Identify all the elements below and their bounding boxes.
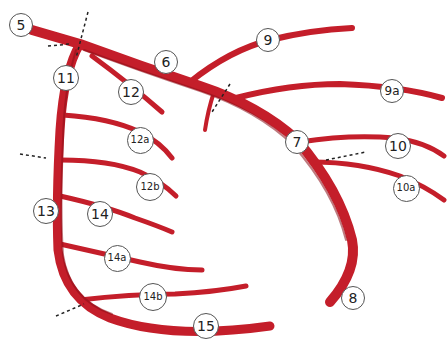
segment-circle: 10a (393, 175, 420, 202)
segment-circle: 5 (9, 13, 33, 37)
segment-number: 8 (349, 291, 358, 305)
segment-circle: 6 (154, 50, 178, 74)
segment-number: 5 (17, 18, 26, 32)
segment-number: 12 (122, 85, 140, 99)
segment-number: 10a (397, 183, 416, 193)
segment-circle: 9a (380, 79, 404, 103)
segment-number: 9a (385, 85, 400, 97)
segment-number: 6 (162, 55, 171, 69)
segment-number: 11 (57, 71, 75, 85)
segment-number: 13 (37, 204, 55, 218)
segment-circle: 12b (136, 173, 164, 201)
segment-number: 14a (108, 253, 127, 263)
segment-circle: 11 (53, 65, 79, 91)
segment-circle: 12 (118, 79, 144, 105)
segment-circle: 13 (33, 198, 59, 224)
segment-number: 15 (197, 319, 215, 333)
segment-circle: 12a (127, 127, 154, 154)
segment-circle: 7 (285, 130, 309, 154)
segment-number: 14 (91, 207, 109, 221)
segment-circle: 10 (385, 133, 411, 159)
segment-number: 12a (131, 135, 150, 145)
segment-number: 7 (293, 135, 302, 149)
segment-number: 9 (264, 33, 273, 47)
segment-circle: 9 (256, 28, 280, 52)
segment-number: 10 (389, 139, 407, 153)
segment-number: 14b (143, 292, 162, 302)
segment-circle: 14b (139, 283, 167, 311)
segment-circle: 15 (193, 313, 219, 339)
segment-circle: 14 (87, 201, 113, 227)
segment-number: 12b (140, 182, 159, 192)
segment-circle: 14a (104, 245, 131, 272)
segment-circle: 8 (341, 286, 365, 310)
